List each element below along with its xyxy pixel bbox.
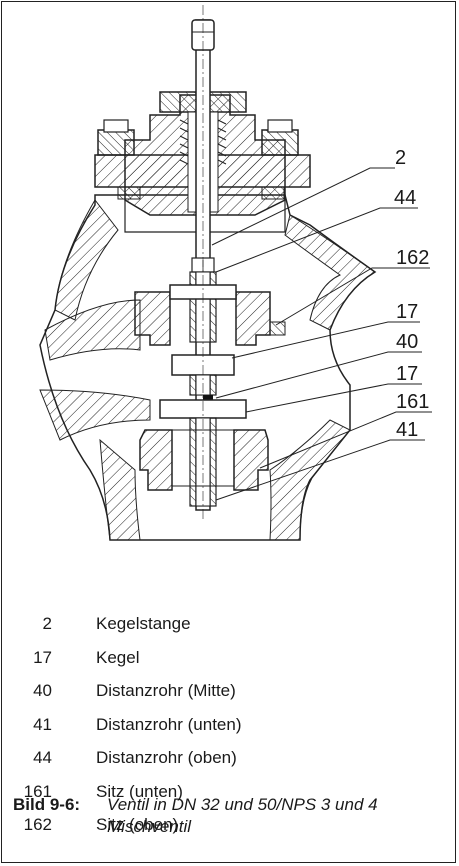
legend-label: Kegel bbox=[96, 647, 140, 667]
body-bottom-left bbox=[99, 438, 141, 541]
lower-seat-right bbox=[233, 429, 269, 491]
legend-label: Distanzrohr (unten) bbox=[96, 714, 242, 734]
bolt-right-top bbox=[267, 119, 293, 133]
legend-number: 2 bbox=[42, 614, 52, 633]
callout-40: 40 bbox=[396, 331, 419, 353]
callout-41: 41 bbox=[396, 419, 419, 441]
legend-number: 162 bbox=[23, 815, 52, 834]
side-port-left-lower bbox=[39, 389, 151, 441]
callout-17-upper: 17 bbox=[396, 301, 419, 323]
legend-number: 41 bbox=[33, 714, 52, 734]
legend-label: Sitz (oben) bbox=[96, 815, 179, 834]
legend-label: Distanzrohr (Mitte) bbox=[96, 681, 236, 700]
legend-label: Sitz (unten) bbox=[96, 781, 183, 801]
legend-number: 40 bbox=[33, 681, 52, 700]
callout-162: 162 bbox=[396, 247, 430, 269]
body-wall-hatch-left bbox=[54, 199, 119, 321]
callout-44: 44 bbox=[394, 187, 417, 209]
callout-161: 161 bbox=[396, 391, 430, 413]
legend-number: 17 bbox=[33, 647, 52, 667]
seat-ring-upper-right bbox=[269, 321, 286, 336]
legend-number: 161 bbox=[23, 781, 52, 801]
body-bottom-right bbox=[269, 419, 351, 541]
caption-text: Ventil in DN 32 und 50/NPS 3 und 4 Misch… bbox=[107, 795, 378, 836]
packing-spring bbox=[179, 119, 227, 165]
caption-label: Bild 9-6: bbox=[13, 795, 81, 814]
legend-number: 44 bbox=[33, 748, 52, 767]
body-wall-hatch-right bbox=[284, 214, 376, 331]
callout-17-lower: 17 bbox=[396, 363, 419, 385]
lower-seat-left bbox=[139, 429, 173, 491]
callout-leaders bbox=[211, 167, 432, 501]
callout-2: 2 bbox=[395, 147, 407, 169]
upper-seat-right bbox=[235, 291, 271, 346]
valve-cross-section-drawing bbox=[39, 5, 432, 541]
bolt-left-top bbox=[103, 119, 129, 133]
legend-label: Kegelstange bbox=[96, 614, 191, 633]
legend-label: Distanzrohr (oben) bbox=[96, 748, 237, 767]
middle-plug-black bbox=[203, 395, 213, 402]
